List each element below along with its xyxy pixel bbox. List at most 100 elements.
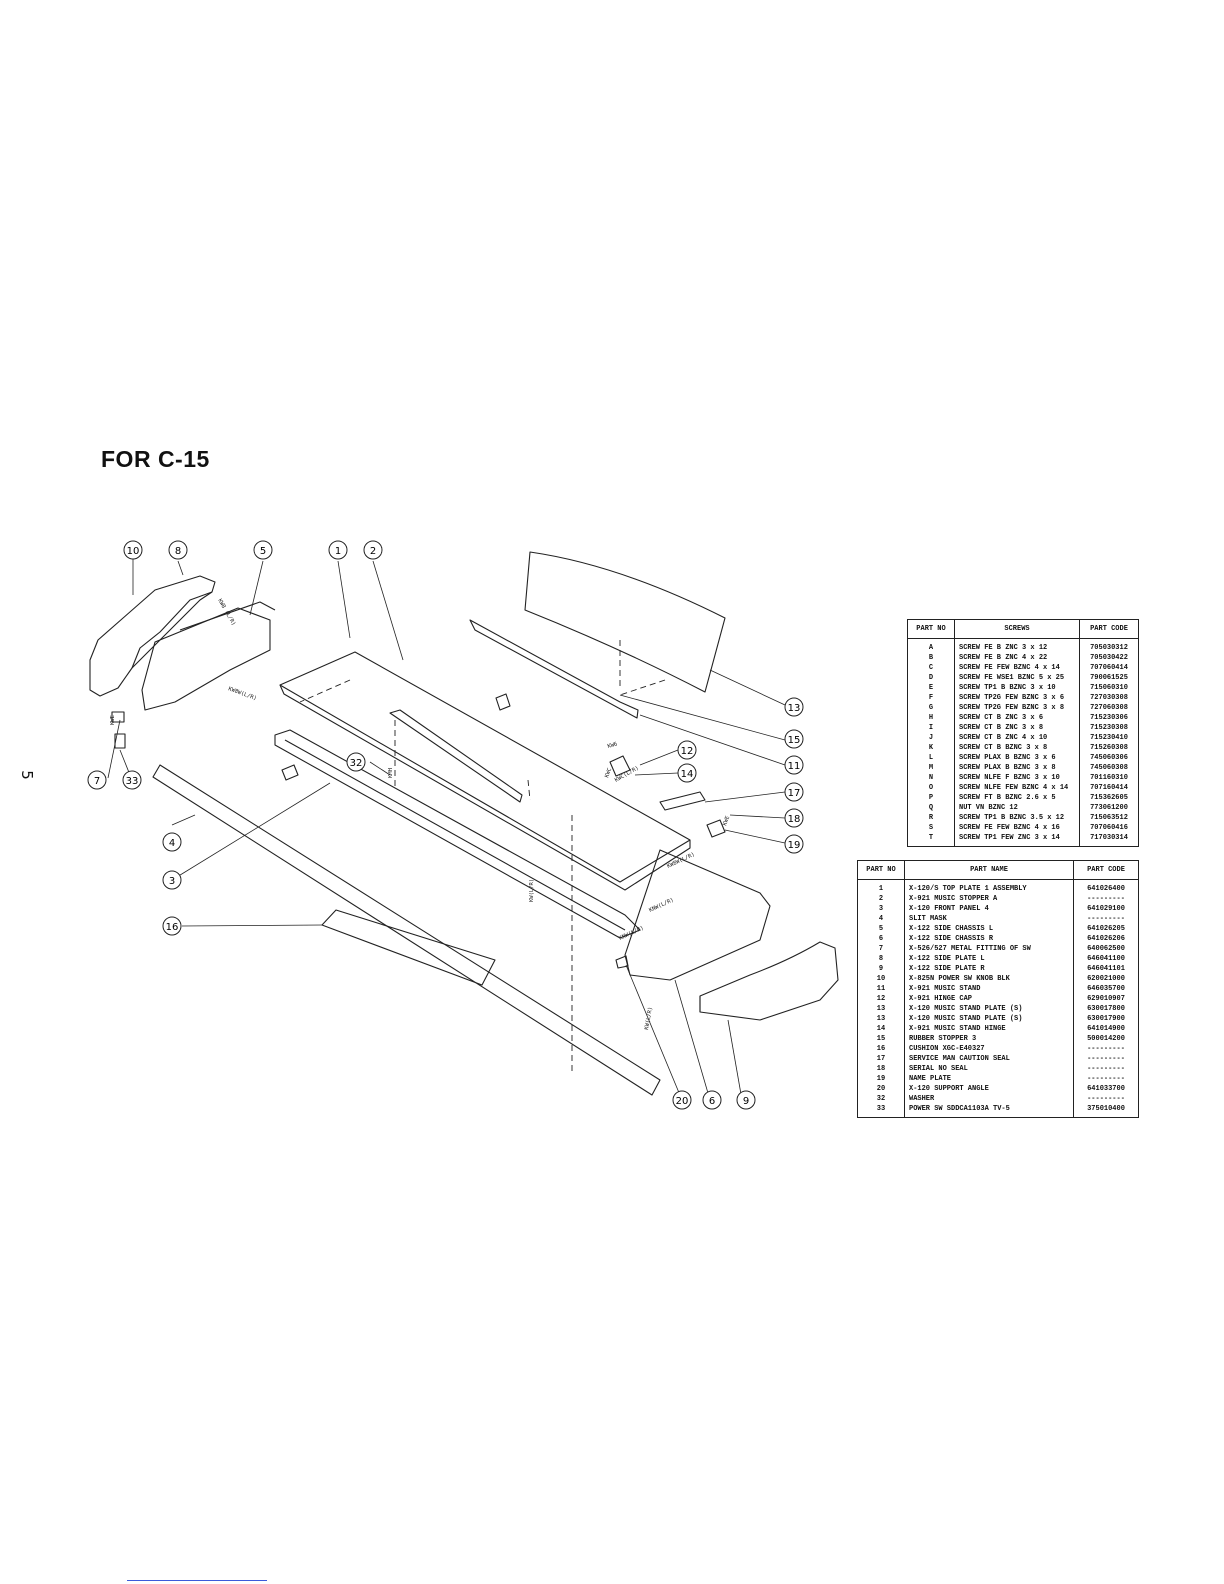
cell-part-code: 715260308 xyxy=(1079,743,1139,753)
cell-name: SCREW FE B ZNC 3 x 12 xyxy=(954,638,1080,653)
callout-label: 32 xyxy=(350,758,363,769)
callout-label: 4 xyxy=(169,838,175,849)
label-kw8: KW8 (L/R) xyxy=(216,598,236,627)
cell-part-code: --------- xyxy=(1073,1074,1139,1084)
label-kw-lr-2: KW(L/R) xyxy=(529,879,535,902)
cell-part-no: 18 xyxy=(857,1064,905,1074)
cell-part-no: 13 xyxy=(857,1004,905,1014)
cell-part-no: T xyxy=(907,833,955,847)
cell-part-code: 641029100 xyxy=(1073,904,1139,914)
screws-table-header: PART NO SCREWS PART CODE xyxy=(907,619,1139,639)
cell-part-no: S xyxy=(907,823,955,833)
cell-name: SCREW CT B BZNC 3 x 8 xyxy=(954,743,1080,753)
cell-part-code: --------- xyxy=(1073,914,1139,924)
cell-part-code: 715230306 xyxy=(1079,713,1139,723)
cell-part-no: P xyxy=(907,793,955,803)
cell-name: SCREW CT B ZNC 3 x 6 xyxy=(954,713,1080,723)
callout-4: 4 xyxy=(162,832,182,852)
side-plate-l xyxy=(89,575,216,697)
cell-part-code: 727060308 xyxy=(1079,703,1139,713)
cell-part-code: 646035700 xyxy=(1073,984,1139,994)
col-part-code: PART CODE xyxy=(1079,619,1139,639)
cell-part-code: 701160310 xyxy=(1079,773,1139,783)
cell-part-no: B xyxy=(907,653,955,663)
cell-part-no: 19 xyxy=(857,1074,905,1084)
page-number: 5 xyxy=(17,770,36,780)
label-kwe: KWE xyxy=(110,715,116,725)
cell-name: SCREW TP2G FEW BZNC 3 x 6 xyxy=(954,693,1080,703)
callout-2: 2 xyxy=(363,540,383,560)
cell-name: SCREW FT B BZNC 2.6 x 5 xyxy=(954,793,1080,803)
col-part-no: PART NO xyxy=(857,860,905,880)
cell-name: RUBBER STOPPER 3 xyxy=(904,1034,1074,1044)
side-chassis-r xyxy=(624,849,771,981)
callout-1: 1 xyxy=(328,540,348,560)
callout-label: 5 xyxy=(260,546,266,557)
cell-part-code: 641026205 xyxy=(1073,924,1139,934)
cell-part-no: 32 xyxy=(857,1094,905,1104)
callout-label: 7 xyxy=(94,776,100,787)
cell-part-no: G xyxy=(907,703,955,713)
cell-name: X-122 SIDE CHASSIS L xyxy=(904,924,1074,934)
callout-label: 1 xyxy=(335,546,341,557)
cell-part-code: 715230410 xyxy=(1079,733,1139,743)
cell-part-no: 3 xyxy=(857,904,905,914)
label-kwc-lr: KWC(L/R) xyxy=(614,765,640,783)
cell-part-no: Q xyxy=(907,803,955,813)
callout-16: 16 xyxy=(162,916,182,936)
cell-name: X-120 FRONT PANEL 4 xyxy=(904,904,1074,914)
cell-part-no: O xyxy=(907,783,955,793)
music-stand xyxy=(524,551,726,693)
cell-name: CUSHION XGC-E40327 xyxy=(904,1044,1074,1054)
cell-part-no: R xyxy=(907,813,955,823)
cell-name: X-120 SUPPORT ANGLE xyxy=(904,1084,1074,1094)
cell-name: SCREW TP1 FEW ZNC 3 x 14 xyxy=(954,833,1080,847)
cell-part-no: C xyxy=(907,663,955,673)
cell-part-code: 707160414 xyxy=(1079,783,1139,793)
callout-label: 33 xyxy=(126,776,139,787)
callout-32: 32 xyxy=(346,752,366,772)
callout-label: 14 xyxy=(681,769,694,780)
cell-part-code: --------- xyxy=(1073,1064,1139,1074)
cell-part-no: 4 xyxy=(857,914,905,924)
cell-part-no: D xyxy=(907,673,955,683)
cell-part-no: L xyxy=(907,753,955,763)
cell-name: X-921 MUSIC STAND HINGE xyxy=(904,1024,1074,1034)
cell-name: SCREW TP1 B BZNC 3.5 x 12 xyxy=(954,813,1080,823)
cell-name: SLIT MASK xyxy=(904,914,1074,924)
cell-name: SERVICE MAN CAUTION SEAL xyxy=(904,1054,1074,1064)
callout-17: 17 xyxy=(784,782,804,802)
cell-name: SCREW PLAX B BZNC 3 x 8 xyxy=(954,763,1080,773)
callouts: 10 8 5 1 2 13 15 11 12 14 17 18 19 7 33 … xyxy=(87,540,804,1110)
cell-part-code: 707060416 xyxy=(1079,823,1139,833)
side-plate-r xyxy=(699,941,839,1021)
cell-name: X-120 MUSIC STAND PLATE (S) xyxy=(904,1004,1074,1014)
cell-part-no: 9 xyxy=(857,964,905,974)
cell-name: SERIAL NO SEAL xyxy=(904,1064,1074,1074)
